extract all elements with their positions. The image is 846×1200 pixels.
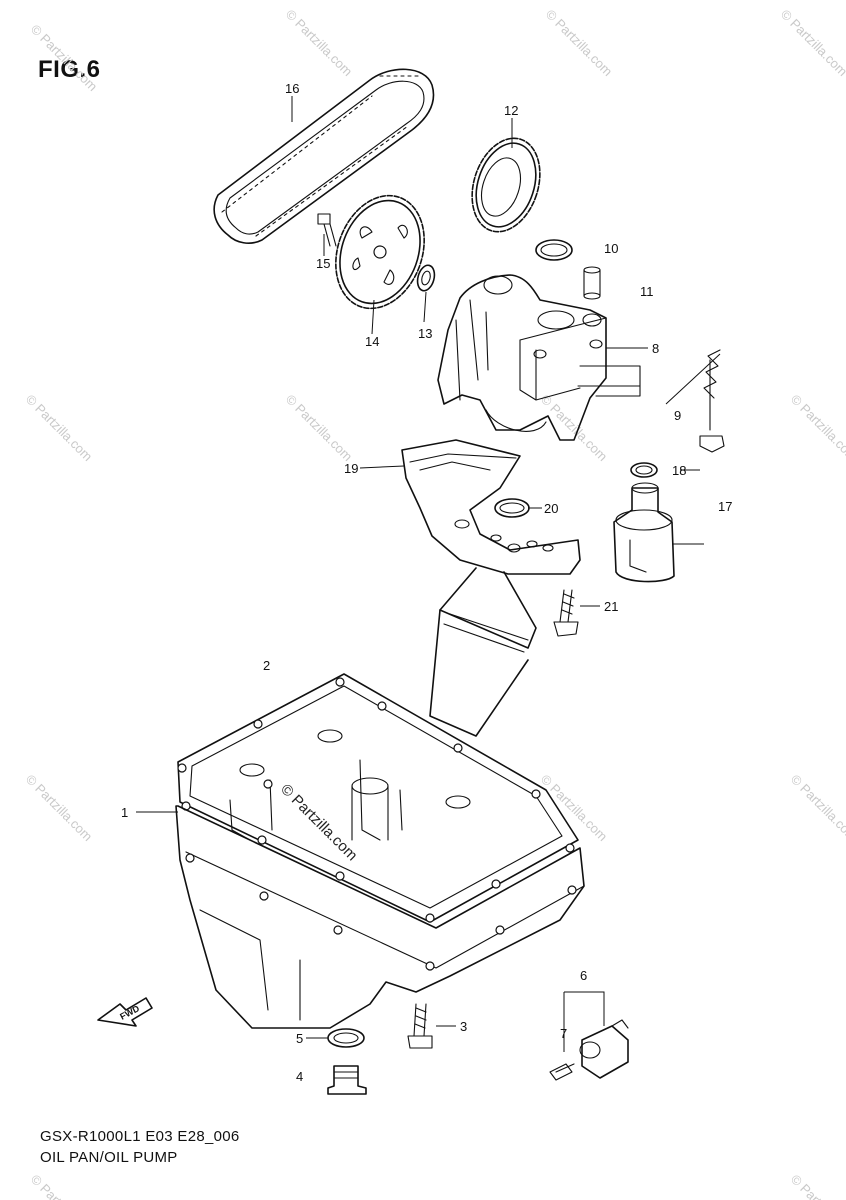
callout-21: 21 [604,599,618,614]
watermark-main: © Partzilla.com [277,781,360,864]
callout-17: 17 [718,499,732,514]
callout-10: 10 [604,241,618,256]
callout-16: 16 [285,81,299,96]
callout-2: 2 [263,658,270,673]
pump-drive-gear [471,137,541,233]
callout-18: 18 [672,463,686,478]
watermark-tile: © Partzilla.com [28,22,101,95]
callout-4: 4 [296,1069,303,1084]
watermark-tile: © Partzilla.com [788,392,846,465]
callout-15: 15 [316,256,330,271]
callout-5: 5 [296,1031,303,1046]
relief-o-ring [630,462,658,478]
watermark-tiles: © Partzilla.com © Partzilla.com © Partzi… [23,7,846,1200]
watermark-tile: © Partzilla.com [283,7,356,80]
dowel-pin [583,266,601,300]
switch-bolt [549,1063,575,1081]
callout-7: 7 [560,1026,567,1041]
fwd-arrow-icon: FWD [97,997,153,1027]
watermark-tile: © Partzilla.com [788,1172,846,1200]
watermark-tile: © Partzilla.com [788,772,846,845]
section-name: OIL PAN/OIL PUMP [40,1149,178,1166]
oil-strainer [401,439,581,737]
pan-bolt [407,1003,433,1049]
callout-13: 13 [418,326,432,341]
model-code: GSX-R1000L1 E03 E28_006 [40,1128,240,1145]
callout-14: 14 [365,334,379,349]
driven-sprocket [335,194,425,310]
watermark-tile: © Partzilla.com [538,392,611,465]
figure-title: FIG.6 [38,56,101,83]
callout-19: 19 [344,461,358,476]
leader-lines [136,96,721,1052]
watermark-tile: © Partzilla.com [283,392,356,465]
strainer-bolt [553,589,579,637]
watermark-tile: © Partzilla.com [28,1172,101,1200]
callout-12: 12 [504,103,518,118]
watermark-tile: © Partzilla.com [23,772,96,845]
callout-1: 1 [121,805,128,820]
drive-chain [213,68,435,244]
pump-bolt [699,349,725,453]
sprocket-bolt [317,213,337,247]
callout-11: 11 [640,284,654,299]
callout-numbers: 16 12 10 11 15 13 14 8 9 18 17 19 20 21 … [121,81,732,1084]
callout-6: 6 [580,968,587,983]
drain-plug [327,1065,367,1095]
drain-gasket [327,1028,365,1048]
washer [416,264,436,292]
watermark-tile: © Partzilla.com [543,7,616,80]
callout-8: 8 [652,341,659,356]
oil-pan [175,729,585,1029]
callout-3: 3 [460,1019,467,1034]
oil-pump [437,274,641,441]
pressure-switch [579,1019,629,1079]
watermark-tile: © Partzilla.com [23,392,96,465]
callout-9: 9 [674,408,681,423]
callout-20: 20 [544,501,558,516]
relief-valve [613,482,675,583]
o-ring-10 [535,239,573,261]
watermark-tile: © Partzilla.com [778,7,846,80]
oil-pan-gasket [177,673,579,923]
